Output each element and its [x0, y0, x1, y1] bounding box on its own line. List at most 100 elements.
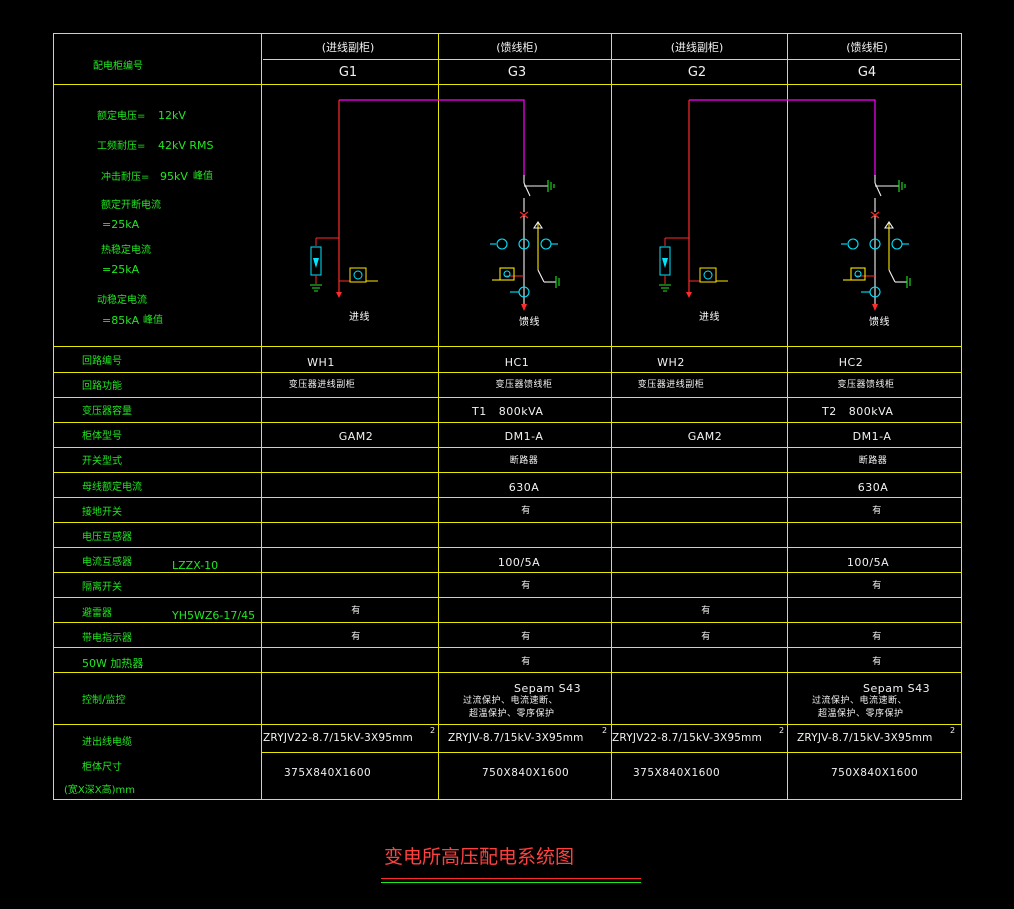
- cell-busbar-current-g4: 630A: [857, 481, 889, 494]
- cell-arrester-g2: 有: [701, 606, 711, 616]
- header-g2-type: (进线副柜): [670, 41, 724, 54]
- dimensions-g4: 750X840X1600: [831, 767, 919, 779]
- cell-cabinet-model-g1: GAM2: [338, 430, 374, 443]
- diagram-label-g2: 进线: [699, 312, 720, 323]
- circuit-g1: [310, 100, 378, 298]
- indicator-icon: [699, 267, 717, 283]
- header-g2-code: G2: [687, 65, 707, 80]
- cell-switch-type-g3: 断路器: [509, 456, 539, 466]
- dimensions-g3: 750X840X1600: [482, 767, 570, 779]
- row-label-arrester: 避雷器: [82, 608, 112, 619]
- cable-g1-sup: 2: [430, 726, 436, 735]
- busbar: [339, 99, 876, 175]
- cell-heater-g3: 有: [521, 657, 531, 667]
- header-g1-code: G1: [338, 65, 358, 80]
- row-label-cabinet-model: 柜体型号: [82, 431, 122, 442]
- circuit-g3: [490, 175, 560, 311]
- cell-circuit-no-g1: WH1: [307, 356, 335, 369]
- cell-isolator-g3: 有: [521, 581, 531, 591]
- cable-g2: ZRYJV22-8.7/15kV-3X95mm: [612, 732, 762, 744]
- header-g3-code: G3: [507, 65, 527, 80]
- arrester-model: YH5WZ6-17/45: [172, 609, 256, 622]
- dimensions-g1: 375X840X1600: [284, 767, 372, 779]
- control-g4-title: Sepam S43: [863, 682, 931, 695]
- cell-circuit-no-g3: HC1: [504, 356, 530, 369]
- control-g3-title: Sepam S43: [514, 682, 582, 695]
- cell-transformer-g4: T2 800kVA: [822, 405, 894, 418]
- header-g4-code: G4: [857, 65, 877, 80]
- circuit-g4: [841, 175, 911, 311]
- row-label-current-transformer: 电流互感器: [82, 557, 132, 568]
- cell-circuit-no-g4: HC2: [838, 356, 864, 369]
- cell-isolator-g4: 有: [872, 581, 882, 591]
- impulse-value: 95kV: [160, 170, 188, 183]
- cell-current-transformer-g3: 100/5A: [497, 556, 541, 569]
- dynamic-suffix: 峰值: [143, 315, 163, 326]
- cell-live-indicator-g2: 有: [701, 632, 711, 642]
- cell-function-g3: 变压器馈线柜: [495, 380, 553, 390]
- header-g3-type: (馈线柜): [496, 41, 538, 54]
- diagram-label-g3: 馈线: [519, 317, 540, 328]
- dimensions-label: 柜体尺寸: [82, 762, 122, 773]
- row-label-transformer: 变压器容量: [82, 406, 132, 417]
- control-g4-line1: 过流保护、电流速断、: [812, 696, 908, 706]
- cable-g4-sup: 2: [950, 726, 956, 735]
- row-label-circuit-no: 回路编号: [82, 356, 122, 367]
- cell-cabinet-model-g4: DM1-A: [852, 430, 892, 443]
- cell-heater-g4: 有: [872, 657, 882, 667]
- cell-live-indicator-g4: 有: [872, 632, 882, 642]
- cell-current-transformer-g4: 100/5A: [846, 556, 890, 569]
- cell-function-g4: 变压器馈线柜: [837, 380, 895, 390]
- control-g4-line2: 超温保护、零序保护: [818, 709, 904, 719]
- dimensions-unit-label: (宽X深X高)mm: [64, 785, 135, 796]
- control-g3-line1: 过流保护、电流速断、: [463, 696, 559, 706]
- breaking-label: 额定开断电流: [101, 200, 161, 211]
- cell-live-indicator-g3: 有: [521, 632, 531, 642]
- impulse-label: 冲击耐压=: [101, 172, 150, 183]
- row-label-live-indicator: 带电指示器: [82, 633, 132, 644]
- header-g4-type: (馈线柜): [846, 41, 888, 54]
- cell-switch-type-g4: 断路器: [858, 456, 888, 466]
- cell-earthing-switch-g3: 有: [521, 506, 531, 516]
- dimensions-g2: 375X840X1600: [633, 767, 721, 779]
- row-label-heater: 50W 加热器: [82, 657, 144, 670]
- row-label-isolator: 隔离开关: [82, 582, 122, 593]
- power-freq-value: 42kV RMS: [158, 139, 214, 152]
- cell-live-indicator-g1: 有: [351, 632, 361, 642]
- cable-label: 进出线电缆: [82, 737, 132, 748]
- header-row-label: 配电柜编号: [93, 61, 143, 72]
- dynamic-value: =85kA: [102, 314, 140, 327]
- cell-cabinet-model-g3: DM1-A: [504, 430, 544, 443]
- control-g3-line2: 超温保护、零序保护: [469, 709, 555, 719]
- row-label-voltage-transformer: 电压互感器: [82, 532, 132, 543]
- cable-g3: ZRYJV-8.7/15kV-3X95mm: [448, 732, 584, 744]
- cell-busbar-current-g3: 630A: [508, 481, 540, 494]
- impulse-suffix: 峰值: [193, 171, 213, 182]
- row-label-busbar-current: 母线额定电流: [82, 482, 142, 493]
- diagram-label-g4: 馈线: [869, 317, 890, 328]
- cable-g3-sup: 2: [602, 726, 608, 735]
- table-grid: [53, 33, 962, 800]
- cell-earthing-switch-g4: 有: [872, 506, 882, 516]
- cable-g2-sup: 2: [779, 726, 785, 735]
- cell-function-g2: 变压器进线副柜: [637, 380, 705, 390]
- short-time-label: 热稳定电流: [101, 245, 151, 256]
- drawing-title: 变电所高压配电系统图: [384, 846, 575, 868]
- rated-voltage-label: 额定电压=: [97, 111, 146, 122]
- cable-g4: ZRYJV-8.7/15kV-3X95mm: [797, 732, 933, 744]
- circuit-g2: [659, 100, 728, 298]
- short-time-value: =25kA: [102, 263, 140, 276]
- cell-circuit-no-g2: WH2: [657, 356, 685, 369]
- control-label: 控制/监控: [82, 695, 126, 706]
- cell-function-g1: 变压器进线副柜: [288, 380, 356, 390]
- cell-transformer-g3: T1 800kVA: [472, 405, 544, 418]
- current-transformer-model: LZZX-10: [172, 559, 219, 572]
- row-label-function: 回路功能: [82, 381, 122, 392]
- cell-arrester-g1: 有: [351, 606, 361, 616]
- row-label-switch-type: 开关型式: [82, 456, 122, 467]
- power-freq-label: 工频耐压=: [97, 141, 146, 152]
- cell-cabinet-model-g2: GAM2: [687, 430, 723, 443]
- row-label-earthing-switch: 接地开关: [82, 507, 122, 518]
- cable-g1: ZRYJV22-8.7/15kV-3X95mm: [263, 732, 413, 744]
